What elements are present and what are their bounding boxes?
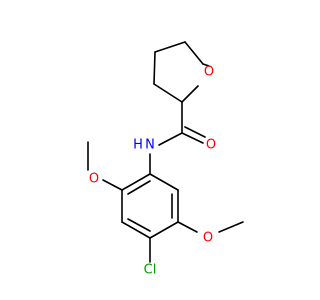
bond-ar-6 [149, 173, 179, 191]
bond-ar-4 [149, 221, 179, 239]
bond-methoxy-left-1 [102, 179, 123, 191]
chemical-structure-diagram: O O N H O O Cl [87, 41, 244, 278]
atom-label-o-carbonyl: O [206, 138, 216, 153]
bond-methoxy-right-1 [177, 221, 198, 233]
atom-label-o-methoxy-left: O [89, 172, 99, 187]
bond-methoxy-right-2 [218, 221, 244, 233]
atom-label-n-amide: N [145, 138, 155, 153]
bond-ar-1 [121, 173, 151, 191]
bond-thf-5 [181, 85, 199, 103]
bond-thf-1 [154, 41, 186, 53]
bond-carbonyl-2 [184, 126, 206, 138]
bond-thf-6 [202, 63, 210, 67]
bond-thf-2 [153, 51, 156, 85]
atom-label-h-amide: H [133, 138, 143, 153]
bond-carbonyl-1 [181, 132, 204, 144]
atom-label-o-methoxy-right: O [203, 231, 213, 246]
bond-ar-3 [121, 221, 151, 239]
atom-label-cl: Cl [144, 263, 157, 278]
bond-thf-4 [153, 83, 183, 103]
atom-label-o-ring: O [204, 65, 214, 80]
bond-carbonyl-to-n [158, 132, 183, 146]
bond-thf-3 [184, 41, 204, 65]
bond-ar-double-2 [127, 218, 151, 232]
bond-ar-double-1 [127, 180, 151, 195]
